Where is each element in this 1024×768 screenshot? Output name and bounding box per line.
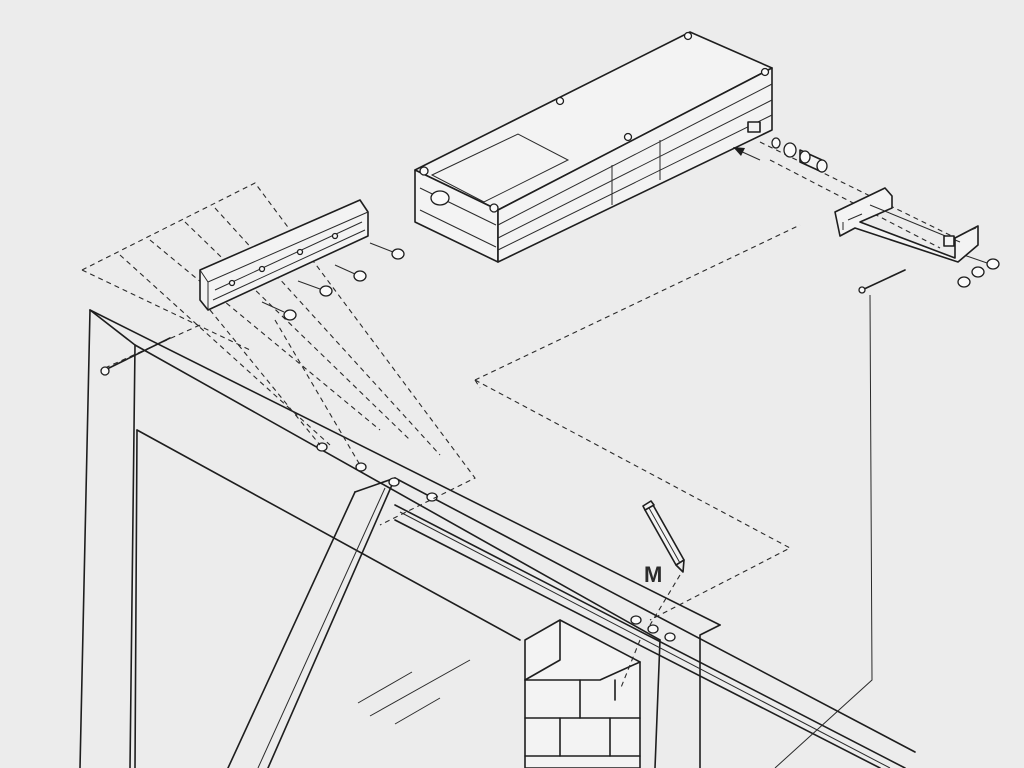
bracket [834, 187, 979, 263]
screw-icon [100, 242, 1000, 376]
mounting-rail [199, 199, 369, 311]
motor-unit [414, 31, 773, 263]
reference-line [774, 294, 873, 768]
marker-label: M [644, 562, 662, 587]
window-frame [79, 309, 721, 768]
brick-wall [524, 619, 641, 768]
arrow-icon [733, 147, 761, 161]
window-sash [227, 477, 916, 768]
drill-holes [316, 442, 676, 642]
pencil-icon [642, 500, 685, 573]
connector-pin [771, 137, 828, 173]
